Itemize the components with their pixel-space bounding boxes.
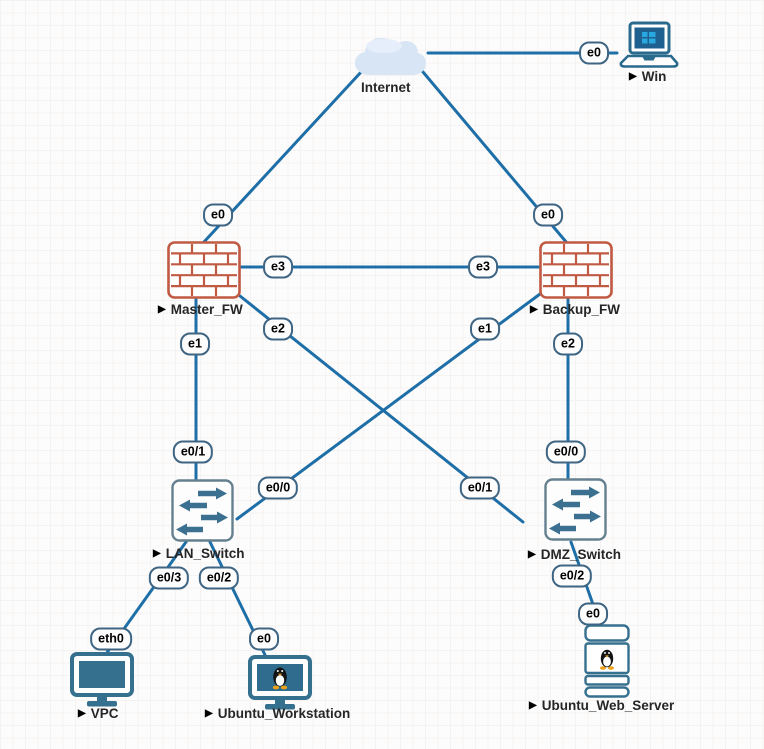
port-label-vpc-eth0: eth0 — [90, 627, 132, 651]
port-label-lan-switch-e0-1: e0/1 — [172, 440, 214, 464]
tux-icon — [272, 667, 288, 690]
port-label-backup-fw-e0: e0 — [533, 203, 563, 227]
play-marker-icon: ▶ — [529, 699, 537, 711]
ubuntu-web-server-icon[interactable] — [584, 624, 630, 698]
port-label-dmz-switch-e0-2: e0/2 — [551, 564, 593, 588]
win-label: ▶ Win — [629, 69, 667, 84]
tux-icon — [600, 649, 614, 670]
play-marker-icon: ▶ — [629, 70, 637, 82]
port-label-backup-fw-e2: e2 — [553, 332, 583, 356]
windows-logo-icon — [642, 32, 656, 44]
backup-firewall-icon[interactable] — [539, 241, 613, 299]
port-label-dmz-switch-e0-1: e0/1 — [459, 476, 501, 500]
ubuntu-web-server-label: ▶ Ubuntu_Web_Server — [529, 698, 675, 713]
backup-fw-label: ▶ Backup_FW — [530, 302, 620, 317]
master-firewall-icon[interactable] — [167, 241, 241, 299]
master-fw-label: ▶ Master_FW — [158, 302, 243, 317]
internet-cloud-icon[interactable] — [352, 32, 428, 82]
port-label-dmz-switch-e0-0: e0/0 — [545, 440, 587, 464]
port-label-lan-switch-e0-2: e0/2 — [198, 566, 240, 590]
ubuntu-workstation-icon[interactable] — [247, 654, 313, 710]
play-marker-icon: ▶ — [205, 707, 213, 719]
lan-switch-icon[interactable] — [171, 479, 234, 542]
play-marker-icon: ▶ — [153, 547, 161, 559]
port-label-backup-fw-e1: e1 — [470, 317, 500, 341]
port-label-backup-fw-e3: e3 — [468, 255, 498, 279]
internet-label: Internet — [361, 80, 411, 95]
lan-switch-label: ▶ LAN_Switch — [153, 546, 245, 561]
vpc-label: ▶ VPC — [78, 706, 119, 721]
port-label-ubuntu-web-server-e0: e0 — [578, 602, 608, 626]
vpc-monitor-icon[interactable] — [69, 651, 135, 707]
port-label-master-fw-e1: e1 — [180, 332, 210, 356]
port-label-lan-switch-e0-3: e0/3 — [148, 566, 190, 590]
play-marker-icon: ▶ — [530, 303, 538, 315]
port-label-win-e0: e0 — [579, 41, 609, 65]
play-marker-icon: ▶ — [158, 303, 166, 315]
dmz-switch-icon[interactable] — [544, 478, 607, 541]
play-marker-icon: ▶ — [528, 548, 536, 560]
port-label-lan-switch-e0-0: e0/0 — [257, 476, 299, 500]
ubuntu-workstation-label: ▶ Ubuntu_Workstation — [205, 706, 351, 721]
port-label-ubuntu-workstation-e0: e0 — [249, 627, 279, 651]
port-label-master-fw-e0: e0 — [203, 203, 233, 227]
win-laptop-icon[interactable] — [616, 21, 682, 71]
play-marker-icon: ▶ — [78, 707, 86, 719]
port-label-master-fw-e3: e3 — [263, 255, 293, 279]
port-label-master-fw-e2: e2 — [263, 317, 293, 341]
dmz-switch-label: ▶ DMZ_Switch — [528, 547, 621, 562]
